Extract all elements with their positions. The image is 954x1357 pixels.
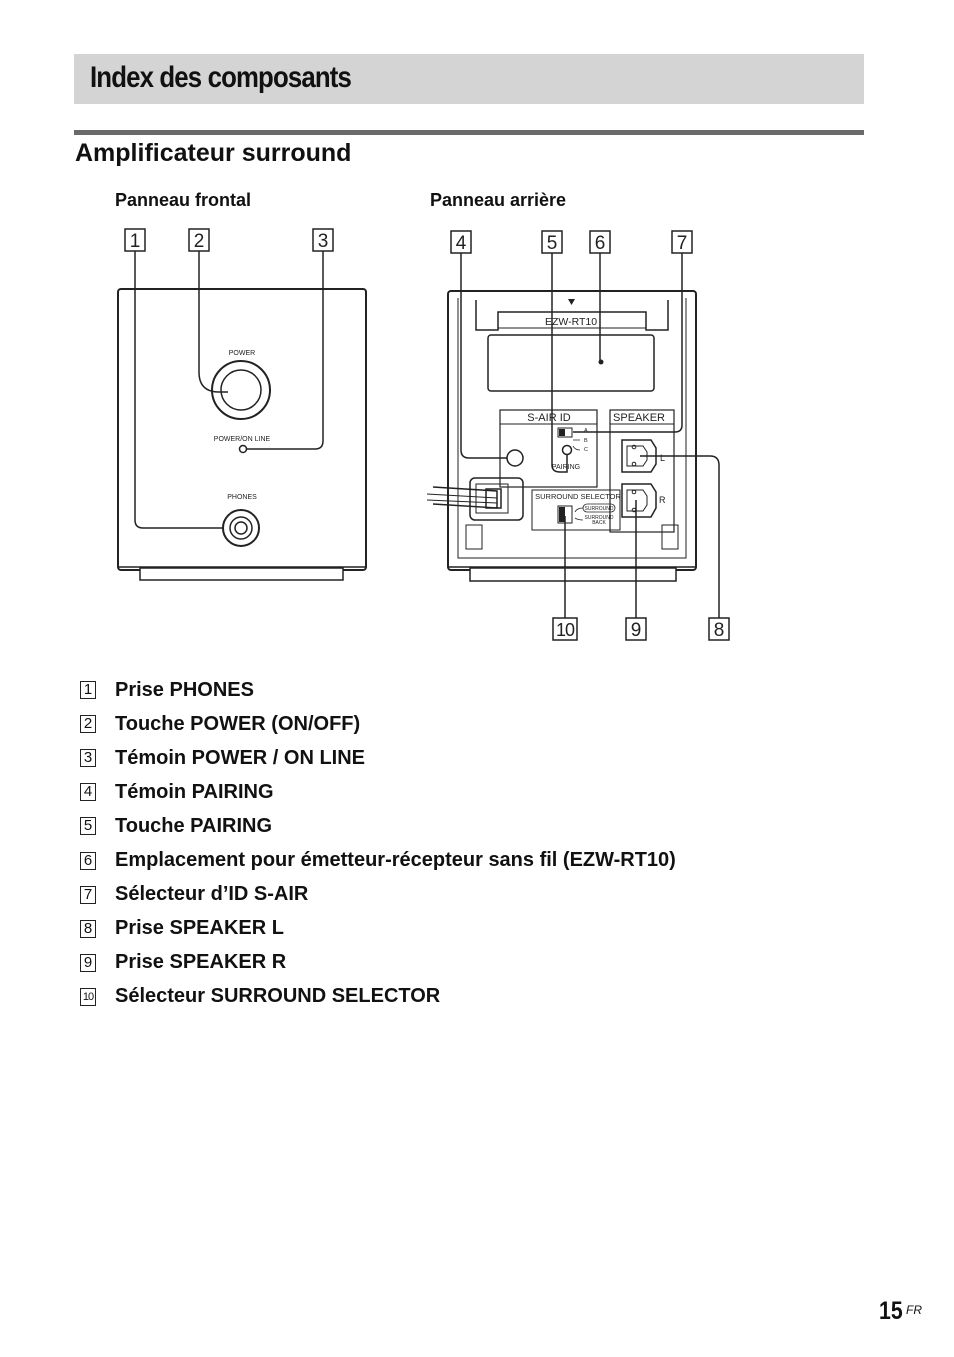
speaker-l-label: L <box>660 453 665 463</box>
svg-text:1: 1 <box>130 231 141 252</box>
page-language-suffix: FR <box>906 1303 922 1317</box>
legend-number: 6 <box>80 851 96 870</box>
section-title: Amplificateur surround <box>75 139 352 167</box>
legend-number: 3 <box>80 749 96 768</box>
front-panel-label: Panneau frontal <box>115 190 252 210</box>
section-rule <box>74 130 864 135</box>
page-number: 15 <box>879 1297 903 1325</box>
component-diagram: POWER POWER/ON LINE PHONES <box>117 228 730 641</box>
legend-text: Touche POWER (ON/OFF) <box>115 712 361 735</box>
speaker-l-jack-icon <box>621 439 657 473</box>
id-c-label: C <box>584 447 588 453</box>
pairing-label: PAIRING <box>552 464 580 471</box>
surround-option-label: SURROUND <box>585 506 614 512</box>
legend-text: Témoin POWER / ON LINE <box>115 746 366 769</box>
legend-number: 10 <box>80 987 96 1006</box>
power-cord <box>432 486 498 509</box>
legend-text: Prise PHONES <box>115 678 254 701</box>
sair-id-label: S-AIR ID <box>527 412 570 424</box>
front-panel-drawing <box>117 288 367 581</box>
callout-markers: 1 2 3 4 5 6 7 8 9 10 <box>124 228 730 641</box>
legend-item: 3 Témoin POWER / ON LINE <box>80 741 676 775</box>
legend-text: Sélecteur d’ID S-AIR <box>115 883 309 906</box>
pairing-led-icon <box>506 449 524 467</box>
svg-text:3: 3 <box>318 231 329 252</box>
legend-item: 2 Touche POWER (ON/OFF) <box>80 707 676 741</box>
callout-3: 3 <box>312 228 334 252</box>
callout-2: 2 <box>188 228 210 252</box>
callout-7: 7 <box>671 230 693 254</box>
callout-9: 9 <box>625 617 647 641</box>
callout-6: 6 <box>589 230 611 254</box>
speaker-r-label: R <box>659 495 666 505</box>
power-on-line-label: POWER/ON LINE <box>214 436 271 443</box>
legend-item: 6 Emplacement pour émetteur-récepteur san… <box>80 843 676 877</box>
phones-jack-icon <box>222 509 260 547</box>
power-led-icon <box>238 444 248 454</box>
callout-10: 10 <box>552 617 578 641</box>
legend-text: Emplacement pour émetteur-récepteur sans… <box>115 849 676 872</box>
speaker-label: SPEAKER <box>613 412 665 424</box>
svg-text:8: 8 <box>714 620 725 641</box>
svg-text:10: 10 <box>556 620 575 640</box>
legend-number: 2 <box>80 715 96 734</box>
legend-text: Prise SPEAKER L <box>115 917 284 940</box>
legend-text: Témoin PAIRING <box>115 780 274 803</box>
legend-number: 9 <box>80 953 96 972</box>
rear-leader-lines <box>460 253 720 618</box>
legend-item: 1 Prise PHONES <box>80 673 676 707</box>
surround-back-option-label-1: SURROUND <box>585 515 614 521</box>
legend-number: 1 <box>80 681 96 700</box>
phones-label: PHONES <box>227 494 257 501</box>
legend-text: Touche PAIRING <box>115 814 273 837</box>
legend-text: Prise SPEAKER R <box>115 951 287 974</box>
id-a-label: A <box>584 428 588 434</box>
legend-number: 8 <box>80 919 96 938</box>
legend-item: 8 Prise SPEAKER L <box>80 912 676 946</box>
callout-5: 5 <box>541 230 563 254</box>
front-leader-lines <box>134 251 324 529</box>
surround-selector-label: SURROUND SELECTOR <box>535 492 621 501</box>
svg-text:9: 9 <box>631 620 642 641</box>
ezw-slot <box>487 334 655 392</box>
ac-inlet <box>469 477 524 521</box>
sair-id-switch <box>557 427 573 438</box>
rear-panel-label: Panneau arrière <box>430 190 567 210</box>
rear-panel-drawing <box>426 290 697 582</box>
legend-number: 4 <box>80 783 96 802</box>
legend-item: 10 Sélecteur SURROUND SELECTOR <box>80 980 676 1014</box>
legend-item: 5 Touche PAIRING <box>80 809 676 843</box>
pairing-button-icon <box>561 444 573 456</box>
model-label: EZW-RT10 <box>545 316 597 328</box>
power-button-icon <box>211 360 271 420</box>
svg-text:4: 4 <box>456 233 467 254</box>
svg-text:6: 6 <box>595 233 606 254</box>
callout-1: 1 <box>124 228 146 252</box>
id-b-label: B <box>584 438 588 444</box>
callout-4: 4 <box>450 230 472 254</box>
speaker-r-jack-icon <box>621 483 657 518</box>
svg-text:5: 5 <box>547 233 558 254</box>
surround-back-option-label-2: BACK <box>592 520 606 526</box>
legend-item: 4 Témoin PAIRING <box>80 775 676 809</box>
power-label: POWER <box>229 350 255 357</box>
legend-item: 7 Sélecteur d’ID S-AIR <box>80 878 676 912</box>
svg-text:2: 2 <box>194 231 205 252</box>
page-title: Index des composants <box>90 61 352 94</box>
legend-number: 7 <box>80 885 96 904</box>
legend-item: 9 Prise SPEAKER R <box>80 946 676 980</box>
title-bar: Index des composants <box>74 54 864 104</box>
legend-number: 5 <box>80 817 96 836</box>
callout-8: 8 <box>708 617 730 641</box>
svg-text:7: 7 <box>677 233 688 254</box>
legend-text: Sélecteur SURROUND SELECTOR <box>115 985 441 1008</box>
